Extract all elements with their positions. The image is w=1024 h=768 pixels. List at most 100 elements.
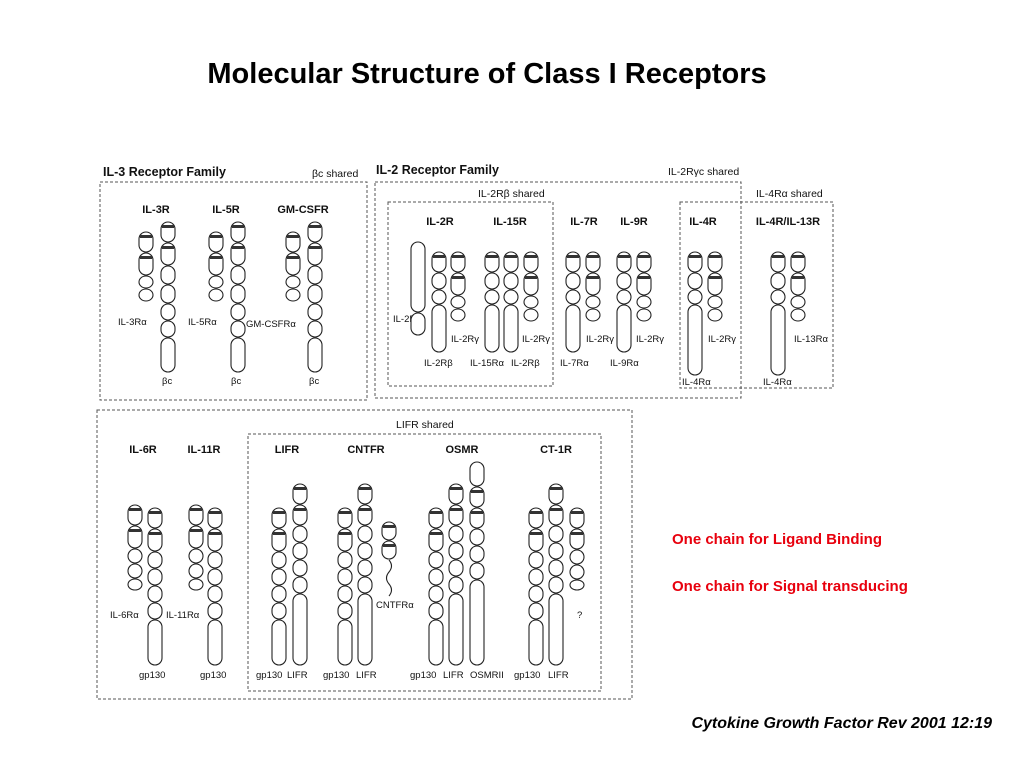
chain-label-osmr-lifr: LIFR [443, 670, 464, 681]
chain-domain-12 [160, 303, 176, 321]
chain-domain-138 [188, 548, 204, 564]
chain-label-il2r-beta: IL-2Rβ [424, 358, 453, 369]
chain-domain-183 [357, 559, 373, 577]
chain-domain-83 [585, 295, 601, 309]
chain-domain-stripe-151 [273, 511, 285, 514]
chain-domain-148 [207, 602, 223, 620]
lifr-shared-box [247, 433, 602, 692]
chain-domain-stripe-69 [525, 255, 537, 258]
il2rb-shared-label: IL-2Rβ shared [478, 188, 545, 200]
chain-domain-225 [528, 619, 544, 666]
receptor-name-il3r: IL-3R [142, 204, 170, 216]
chain-domain-67 [503, 304, 519, 353]
il3-family-shared-label: βc shared [312, 168, 358, 180]
chain-domain-216 [469, 579, 485, 666]
chain-domain-196 [428, 585, 444, 603]
chain-domain-56 [450, 295, 466, 309]
chain-domain-89 [616, 304, 632, 353]
chain-domain-5 [138, 288, 154, 302]
chain-domain-stripe-238 [571, 532, 583, 535]
chain-domain-stripe-9 [162, 246, 174, 249]
chain-domain-140 [188, 578, 204, 591]
chain-domain-stripe-48 [433, 255, 445, 258]
chain-domain-129 [147, 551, 163, 569]
chain-domain-stripe-126 [149, 511, 161, 514]
chain-domain-stripe-86 [618, 255, 630, 258]
chain-domain-stripe-180 [359, 508, 371, 511]
chain-domain-27 [230, 303, 246, 321]
chain-domain-185 [357, 593, 373, 666]
chain-domain-stripe-104 [709, 276, 721, 279]
chain-domain-224 [528, 602, 544, 620]
chain-domain-223 [528, 585, 544, 603]
il2-family-label: IL-2 Receptor Family [376, 163, 499, 177]
chain-domain-99 [687, 289, 703, 305]
chain-domain-195 [428, 568, 444, 586]
il4ra-shared-box [679, 201, 834, 389]
chain-domain-154 [271, 551, 287, 569]
chain-domain-46 [410, 312, 426, 336]
chain-domain-172 [337, 551, 353, 569]
chain-domain-234 [548, 593, 564, 666]
chain-label-il7r-gamma: IL-2Rγ [586, 334, 614, 345]
receptor-name-osmr: OSMR [446, 444, 479, 456]
chain-domain-233 [548, 576, 564, 594]
chain-domain-133 [147, 619, 163, 666]
chain-domain-stripe-142 [209, 511, 221, 514]
chain-domain-stripe-236 [571, 511, 583, 514]
chain-domain-stripe-3 [140, 256, 152, 259]
receptor-name-gmcsfr: GM-CSFR [277, 204, 328, 216]
chain-label-il15r-gamma: IL-2Rγ [522, 334, 550, 345]
chain-domain-95 [636, 308, 652, 322]
chain-domain-45 [410, 241, 426, 313]
chain-domain-stripe-171 [339, 532, 351, 535]
chain-domain-174 [337, 585, 353, 603]
chain-domain-stripe-33 [287, 256, 299, 259]
il2-family-shared-label: IL-2Rγc shared [668, 166, 739, 178]
receptor-name-il6r: IL-6R [129, 444, 157, 456]
chain-label-il4r-alpha: IL-4Rα [682, 377, 711, 388]
chain-domain-stripe-220 [530, 532, 542, 535]
chain-label-il15r-beta: IL-2Rβ [511, 358, 540, 369]
note-signal-transducing: One chain for Signal transducing [672, 578, 908, 595]
chain-domain-stripe-119 [129, 508, 141, 511]
chain-label-il4r-il13r-alpha13: IL-13Rα [794, 334, 829, 345]
chain-label-lifr-gp130: gp130 [256, 670, 282, 681]
chain-domain-26 [230, 284, 246, 304]
chain-label-osmr-gp130: gp130 [410, 670, 436, 681]
chain-domain-214 [469, 545, 485, 563]
chain-domain-100 [687, 304, 703, 376]
chain-label-ct1r-unknown: ? [577, 610, 582, 621]
chain-domain-stripe-187 [383, 525, 395, 528]
chain-domain-139 [188, 563, 204, 579]
chain-label-il7r-alpha: IL-7Rα [560, 358, 589, 369]
chain-domain-109 [770, 272, 786, 290]
chain-domain-239 [569, 549, 585, 565]
chain-domain-77 [565, 289, 581, 305]
chain-domain-stripe-7 [162, 225, 174, 228]
chain-domain-13 [160, 320, 176, 338]
chain-domain-29 [230, 337, 246, 373]
il4ra-shared-label: IL-4Rα shared [756, 188, 823, 200]
chain-domain-19 [208, 275, 224, 289]
chain-domain-stripe-229 [550, 508, 562, 511]
chain-domain-stripe-189 [383, 544, 395, 547]
chain-label-il15r-alpha: IL-15Rα [470, 358, 505, 369]
chain-domain-215 [469, 562, 485, 580]
chain-label-il5r-alpha: IL-5Rα [188, 317, 217, 328]
chain-domain-stripe-193 [430, 532, 442, 535]
note-ligand-binding: One chain for Ligand Binding [672, 531, 882, 548]
chain-domain-stripe-162 [294, 508, 306, 511]
chain-label-il11r-gp130: gp130 [200, 670, 226, 681]
chain-domain-167 [292, 593, 308, 666]
chain-domain-241 [569, 579, 585, 591]
chain-domain-stripe-16 [210, 235, 222, 238]
chain-domain-50 [431, 289, 447, 305]
chain-domain-164 [292, 542, 308, 560]
chain-domain-122 [127, 548, 143, 564]
chain-domain-94 [636, 295, 652, 309]
chain-domain-stripe-153 [273, 532, 285, 535]
chain-domain-stripe-135 [190, 508, 202, 511]
chain-domain-213 [469, 528, 485, 546]
chain-domain-44 [307, 337, 323, 373]
